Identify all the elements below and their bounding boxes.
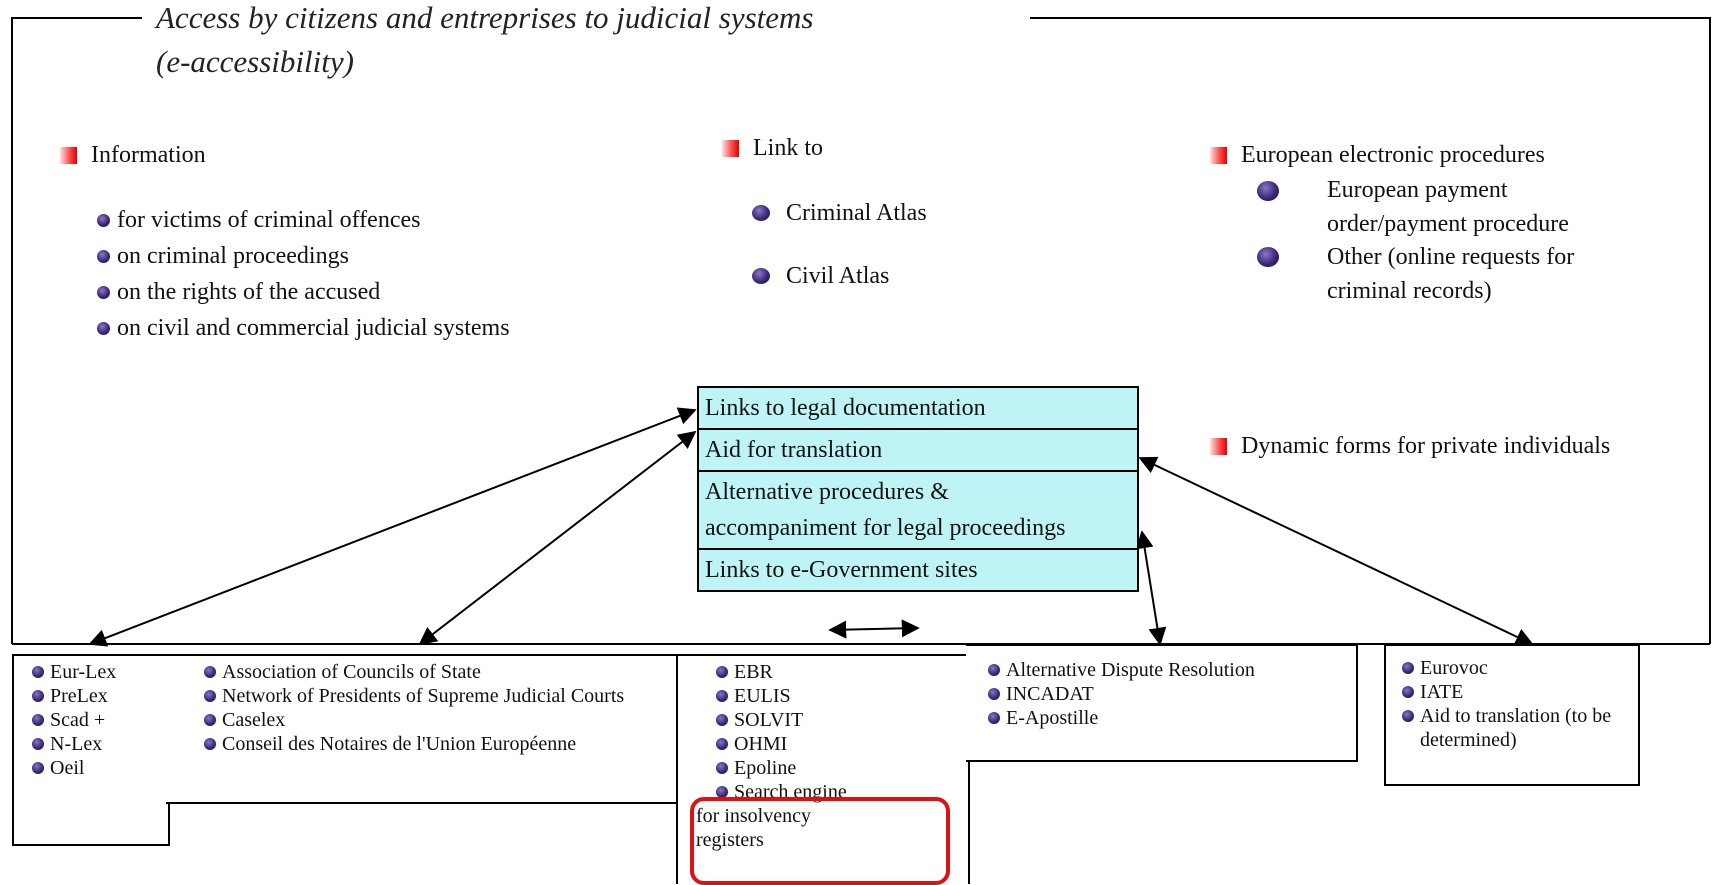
list-item[interactable]: Network of Presidents of Supreme Judicia… — [204, 684, 668, 708]
bullet-icon — [1402, 686, 1414, 698]
bullet-icon — [752, 205, 770, 221]
bullet-icon — [988, 664, 1000, 676]
list-item[interactable]: Aid to translation (to be determined) — [1402, 704, 1632, 752]
red-square-icon — [1210, 438, 1227, 455]
hub-cell-aid-for-translation[interactable]: Aid for translation — [699, 430, 1137, 472]
bottom-box-networks: Association of Councils of State Network… — [166, 654, 678, 804]
bullet-icon — [1402, 710, 1414, 722]
bullet-icon — [204, 738, 216, 750]
list-item[interactable]: Conseil des Notaires de l'Union Européen… — [204, 732, 668, 756]
list-item[interactable]: INCADAT — [988, 682, 1348, 706]
european-payment-item: European payment order/payment procedure — [1327, 177, 1569, 237]
arrow-to-box5 — [1138, 456, 1534, 646]
bullet-icon — [97, 213, 110, 227]
bottom-box-dispute: Alternative Dispute Resolution INCADAT E… — [966, 644, 1358, 762]
other-online-requests-item: Other (online requests for criminal reco… — [1327, 244, 1575, 304]
bottom-box-translation: Eurovoc IATE Aid to translation (to be d… — [1384, 644, 1640, 786]
dynamic-forms-heading: Dynamic forms for private individuals — [1210, 433, 1610, 460]
bullet-icon — [32, 690, 44, 702]
bullet-icon — [1402, 662, 1414, 674]
list-item-insolvency-line2: for insolvency — [696, 805, 811, 827]
bullet-icon — [32, 666, 44, 678]
list-item[interactable]: Caselex — [204, 708, 668, 732]
hub-cell-alternative-procedures[interactable]: Alternative procedures & accompaniment f… — [699, 472, 1137, 550]
list-item-insolvency-line3: registers — [696, 829, 764, 851]
diagram-title: Access by citizens and entreprises to ju… — [150, 0, 824, 84]
bottom-box-registers: EBR EULIS SOLVIT OHMI Epoline Search eng… — [676, 654, 970, 884]
bullet-icon — [716, 690, 728, 702]
list-item[interactable]: PreLex — [32, 684, 168, 708]
list-item[interactable]: N-Lex — [32, 732, 168, 756]
hub-cell-legal-documentation[interactable]: Links to legal documentation — [699, 388, 1137, 430]
outer-frame-right — [1030, 17, 1711, 644]
arrow-to-box1 — [88, 407, 697, 647]
bullet-icon — [1257, 181, 1279, 201]
link-civil-atlas[interactable]: Civil Atlas — [752, 258, 889, 294]
list-item[interactable]: Oeil — [32, 756, 168, 780]
list-item: on criminal proceedings — [97, 238, 510, 274]
arrow-to-box3 — [828, 619, 920, 639]
red-square-icon — [722, 140, 739, 157]
list-item[interactable]: Eur-Lex — [32, 660, 168, 684]
arrow-to-box2 — [418, 430, 697, 646]
bullet-icon — [204, 690, 216, 702]
bullet-icon — [32, 714, 44, 726]
outer-frame — [11, 17, 142, 644]
title-line-2: (e-accessibility) — [156, 44, 354, 79]
bullet-icon — [204, 714, 216, 726]
arrow-to-box4 — [1135, 530, 1167, 646]
link-criminal-atlas[interactable]: Criminal Atlas — [752, 195, 927, 231]
insolvency-highlight-frame — [690, 797, 950, 885]
central-hub-box: Links to legal documentation Aid for tra… — [697, 386, 1139, 592]
list-item[interactable]: Scad + — [32, 708, 168, 732]
list-item[interactable]: Epoline — [716, 756, 968, 780]
list-item[interactable]: OHMI — [716, 732, 968, 756]
list-item[interactable]: Association of Councils of State — [204, 660, 668, 684]
list-item[interactable]: Eurovoc — [1402, 656, 1632, 680]
information-list: for victims of criminal offences on crim… — [97, 202, 510, 346]
list-item[interactable]: EBR — [716, 660, 968, 684]
bullet-icon — [32, 762, 44, 774]
list-item: on civil and commercial judicial systems — [97, 310, 510, 346]
bullet-icon — [716, 762, 728, 774]
title-line-1: Access by citizens and entreprises to ju… — [156, 0, 814, 35]
bullet-icon — [32, 738, 44, 750]
european-procedures-heading: European electronic procedures — [1210, 142, 1545, 169]
bullet-icon — [716, 666, 728, 678]
red-square-icon — [1210, 147, 1227, 164]
list-item[interactable]: IATE — [1402, 680, 1632, 704]
list-item: on the rights of the accused — [97, 274, 510, 310]
bullet-icon — [97, 321, 110, 335]
bullet-icon — [1257, 247, 1279, 267]
bullet-icon — [988, 688, 1000, 700]
bullet-icon — [204, 666, 216, 678]
link-to-heading: Link to — [722, 135, 823, 162]
bullet-icon — [97, 249, 110, 263]
bullet-icon — [716, 738, 728, 750]
list-item[interactable]: EULIS — [716, 684, 968, 708]
information-heading: Information — [60, 142, 206, 169]
bullet-icon — [97, 285, 110, 299]
bullet-icon — [716, 714, 728, 726]
bottom-box-databases: Eur-Lex PreLex Scad + N-Lex Oeil — [12, 654, 170, 846]
list-item[interactable]: SOLVIT — [716, 708, 968, 732]
bullet-icon — [752, 268, 770, 284]
list-item: for victims of criminal offences — [97, 202, 510, 238]
bullet-icon — [716, 786, 728, 798]
list-item[interactable]: E-Apostille — [988, 706, 1348, 730]
red-square-icon — [60, 147, 77, 164]
bullet-icon — [988, 712, 1000, 724]
hub-cell-egovernment-sites[interactable]: Links to e-Government sites — [705, 557, 978, 583]
list-item[interactable]: Alternative Dispute Resolution — [988, 658, 1348, 682]
